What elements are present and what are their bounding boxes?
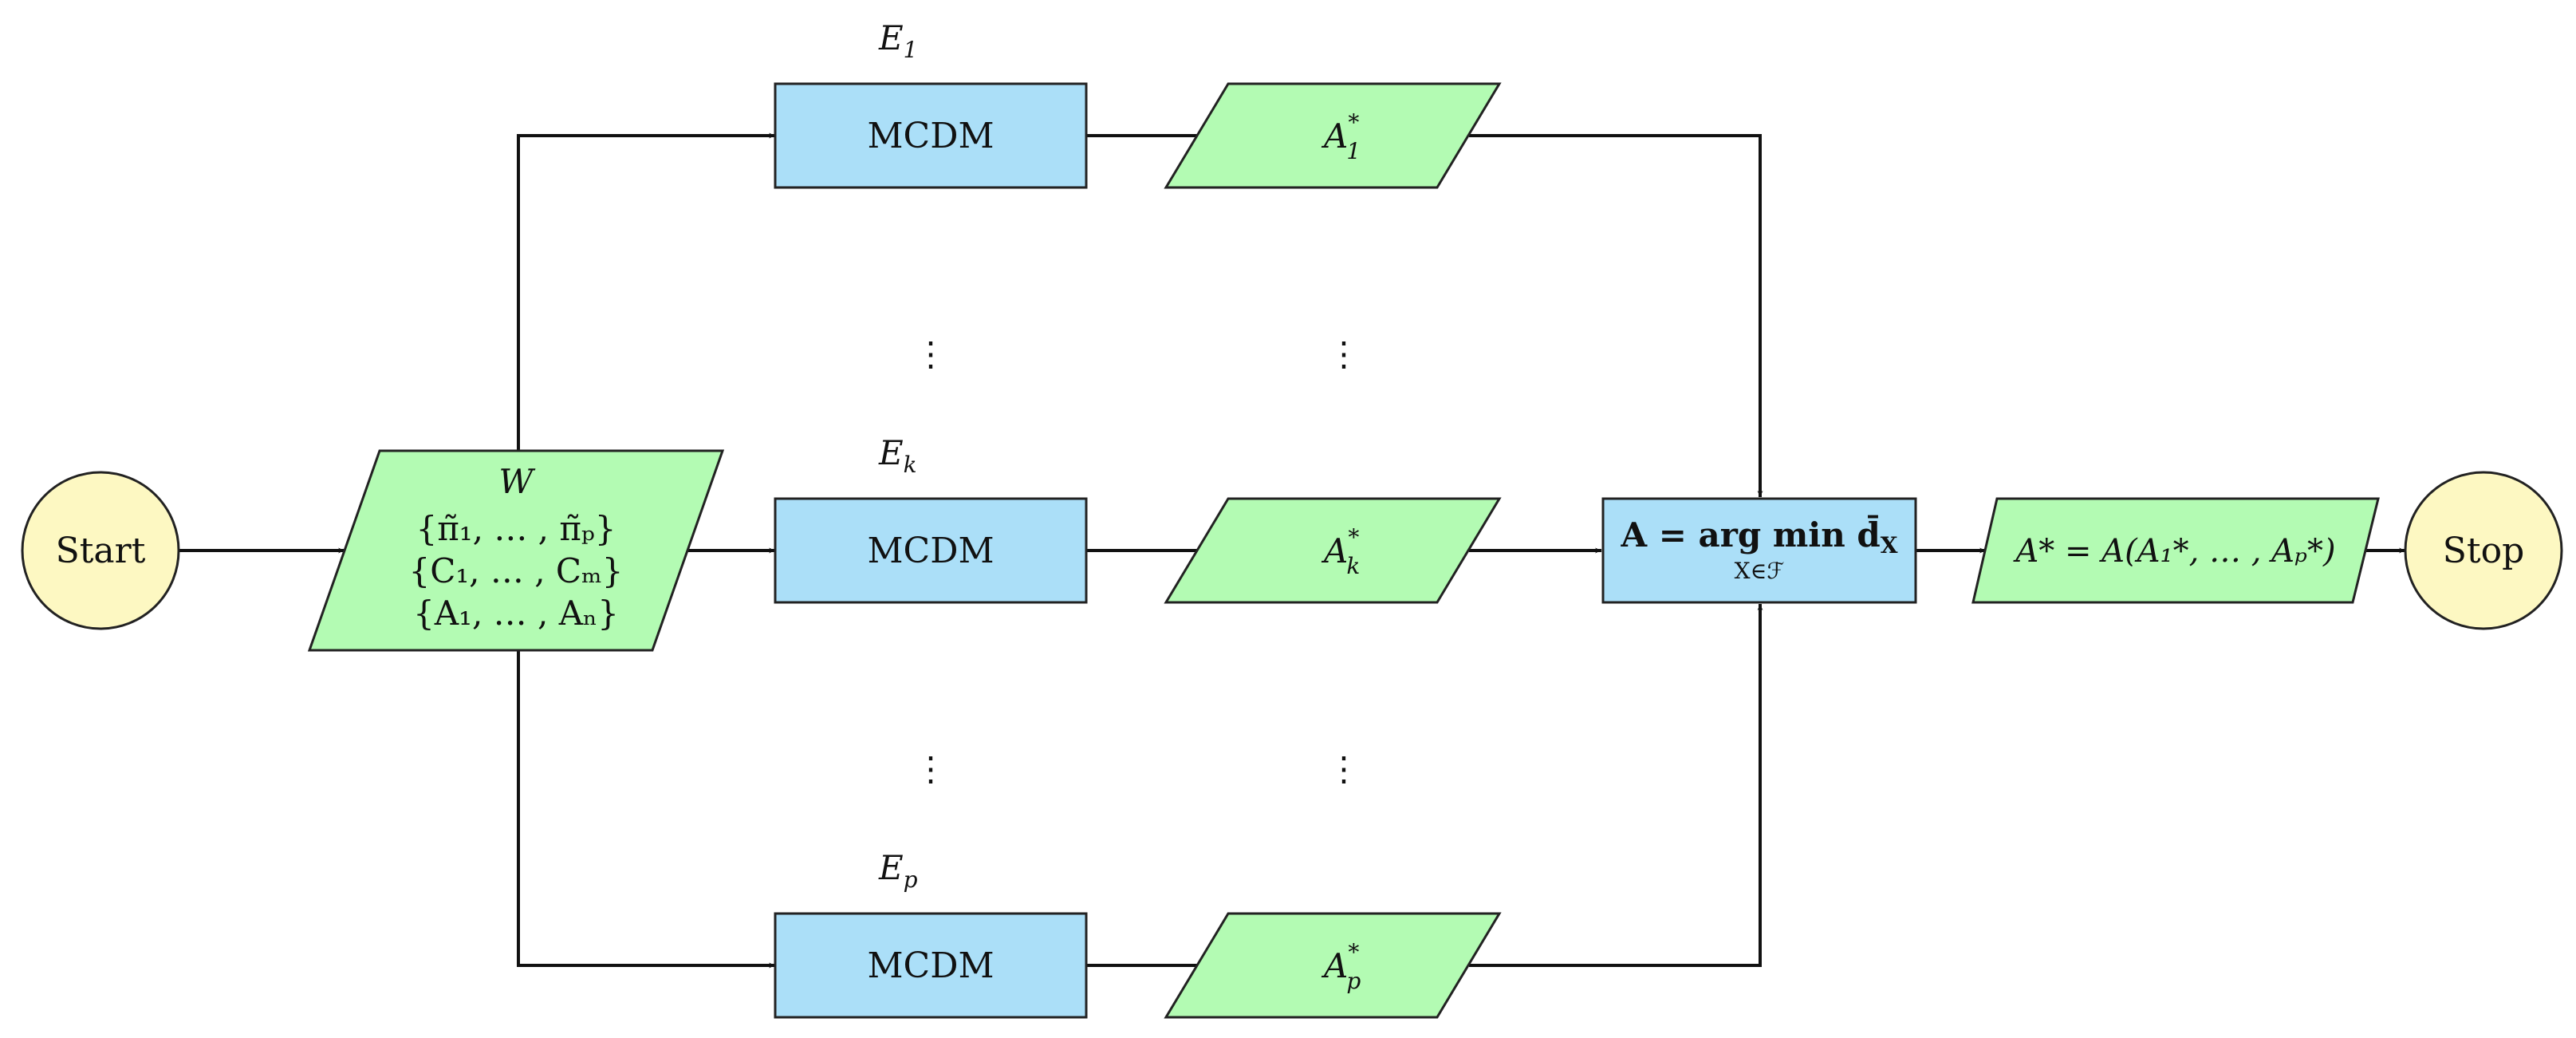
branch-k: Ek MCDM A*k <box>774 433 1502 604</box>
arrow-input-to-branch-1 <box>517 132 775 451</box>
result-parallelogram-1 <box>1164 82 1502 189</box>
start-label: Start <box>56 531 146 571</box>
input-data-node: W {π̃₁, … , π̃ₚ} {C₁, … , Cₘ} {A₁, … , A… <box>307 449 725 652</box>
arrow-result-p-to-aggregation <box>1469 604 1763 967</box>
output-formula: A* = A(A₁*, … , Aₚ*) <box>2012 533 2335 570</box>
mcdm-label-1: MCDM <box>867 116 994 156</box>
mcdm-box-p <box>774 912 1088 1019</box>
result-parallelogram-k <box>1164 497 1502 604</box>
ellipsis-mcdm-upper: ⋮ <box>914 334 947 373</box>
input-title: W <box>498 462 536 501</box>
input-line-a: {A₁, … , Aₙ} <box>413 594 619 633</box>
branch-p: Ep MCDM A*p <box>774 848 1502 1019</box>
expert-label-k: Ek <box>878 433 917 478</box>
output-parallelogram <box>1971 497 2380 604</box>
ellipsis-result-upper: ⋮ <box>1327 334 1361 373</box>
result-label-k: A*k <box>1321 524 1360 579</box>
result-parallelogram-p <box>1164 912 1502 1019</box>
mcdm-label-p: MCDM <box>867 945 994 986</box>
start-circle <box>21 471 180 630</box>
input-parallelogram <box>307 449 725 652</box>
ellipsis-result-lower: ⋮ <box>1327 749 1361 788</box>
input-line-pi: {π̃₁, … , π̃ₚ} <box>416 509 616 548</box>
aggregation-subscript: X∈ℱ <box>1735 558 1785 584</box>
aggregation-formula: A = arg min d̄X <box>1620 514 1897 558</box>
expert-label-p: Ep <box>878 848 918 893</box>
output-data-node: A* = A(A₁*, … , Aₚ*) <box>1971 497 2380 604</box>
arrow-input-to-branch-p <box>517 650 775 969</box>
mcdm-box-k <box>774 497 1088 604</box>
branch-1: E1 MCDM A*1 <box>774 18 1502 189</box>
result-label-p: A*p <box>1321 939 1361 994</box>
stop-node: Stop <box>2404 471 2563 630</box>
ellipsis-mcdm-lower: ⋮ <box>914 749 947 788</box>
result-label-1: A*1 <box>1321 109 1361 164</box>
input-line-c: {C₁, … , Cₘ} <box>408 551 623 590</box>
expert-label-1: E1 <box>878 18 918 63</box>
mcdm-label-k: MCDM <box>867 531 994 571</box>
aggregation-box <box>1601 497 1917 604</box>
stop-circle <box>2404 471 2563 630</box>
ellipses: ⋮ ⋮ ⋮ ⋮ <box>914 334 1361 788</box>
arrow-result-1-to-aggregation <box>1469 134 1763 497</box>
start-node: Start <box>21 471 180 630</box>
aggregation-node: A = arg min d̄X X∈ℱ <box>1601 497 1917 604</box>
mcdm-box-1 <box>774 82 1088 189</box>
stop-label: Stop <box>2443 531 2524 571</box>
